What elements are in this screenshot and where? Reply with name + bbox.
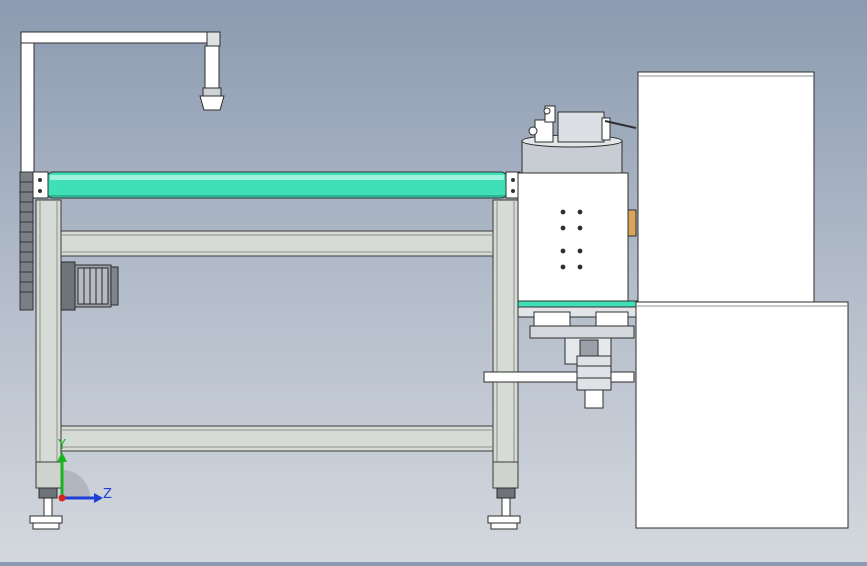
coordinate-triad: Y Z bbox=[57, 438, 112, 503]
lower-carriage bbox=[483, 306, 637, 409]
drive-motor bbox=[60, 261, 119, 311]
control-enclosure bbox=[635, 71, 849, 529]
pump-assembly bbox=[521, 105, 637, 174]
origin-marker bbox=[58, 494, 66, 502]
overhead-arm bbox=[20, 31, 225, 178]
z-axis-label: Z bbox=[103, 487, 112, 502]
drag-chain bbox=[19, 171, 34, 311]
leveling-feet bbox=[29, 487, 521, 530]
y-axis-label: Y bbox=[57, 438, 66, 453]
conveyor-roller bbox=[32, 171, 521, 199]
dispensing-cabinet bbox=[517, 172, 639, 308]
main-frame bbox=[35, 199, 519, 489]
